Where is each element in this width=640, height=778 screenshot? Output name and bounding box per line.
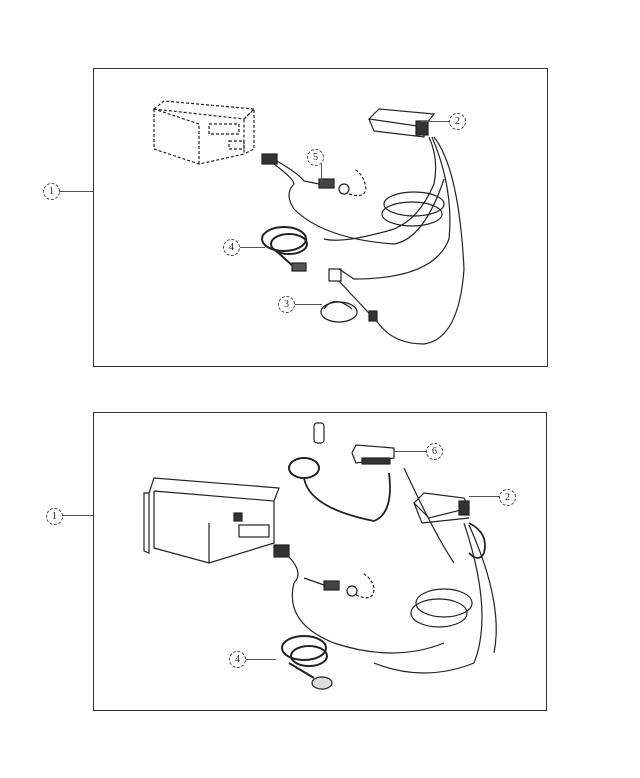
diagram-panel-2: 6 2 4 xyxy=(93,412,547,711)
wiring-harness-illustration-1 xyxy=(152,100,465,345)
leader-line xyxy=(62,515,93,516)
diagram-panel-1: 2 3 4 5 xyxy=(93,68,548,367)
callout-4: 4 xyxy=(229,651,246,668)
radio-unit-icon xyxy=(152,100,256,165)
leader-line xyxy=(244,659,276,660)
callout-5: 5 xyxy=(307,149,324,166)
wiring-harness-illustration-2 xyxy=(143,422,497,690)
leader-line xyxy=(294,304,322,305)
callout-3: 3 xyxy=(278,296,295,313)
callout-6: 6 xyxy=(426,443,443,460)
leader-line xyxy=(240,247,265,248)
callout-2: 2 xyxy=(449,113,466,130)
radio-unit-icon xyxy=(143,477,280,564)
callout-1-panel2: 1 xyxy=(46,508,63,525)
callout-1-panel1: 1 xyxy=(43,183,60,200)
callout-4: 4 xyxy=(223,239,240,256)
callout-2: 2 xyxy=(499,489,516,506)
leader-line xyxy=(394,451,426,452)
leader-line xyxy=(421,121,449,122)
leader-line xyxy=(469,496,499,497)
leader-line xyxy=(59,191,93,192)
leader-line xyxy=(321,164,322,182)
